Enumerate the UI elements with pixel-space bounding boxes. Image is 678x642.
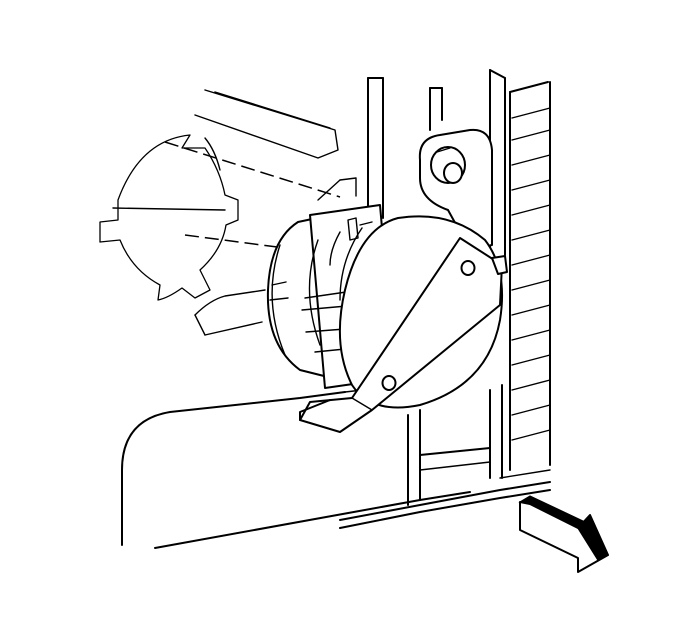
alignment-guide-line [164,141,341,251]
horn-gasket-ghost [99,134,239,301]
ghost-body-strip [194,89,357,336]
lower-body-panel [121,387,471,549]
vehicle-front-direction-arrow [518,495,609,573]
horn-assembly [266,204,508,433]
mounting-stud-nut [430,146,466,184]
